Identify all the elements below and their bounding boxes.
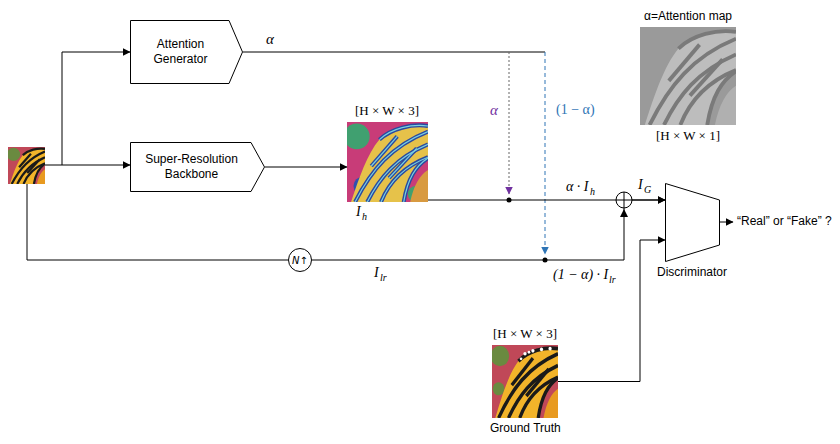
signal-name: (1 − α) · I xyxy=(553,266,608,283)
signal-subscript: lr xyxy=(609,274,616,286)
box-label: Attention Generator xyxy=(136,37,225,67)
signal-name: (1 − α) xyxy=(556,101,595,118)
multiply-dot xyxy=(543,258,548,263)
ground-truth-image: [H × W × 3]Ground Truth xyxy=(492,345,558,418)
signal-name: α xyxy=(490,101,498,119)
multiply-dot xyxy=(507,198,512,203)
output-question: “Real” or “Fake” ? xyxy=(737,214,832,228)
signal-subscript: h xyxy=(590,186,595,198)
sr-image: [H × W × 3] xyxy=(347,122,428,202)
process-box: Attention Generator xyxy=(130,20,243,84)
signal-subscript: lr xyxy=(380,272,387,284)
image-caption: [H × W × 3] xyxy=(355,103,419,119)
image-caption: Discriminator xyxy=(657,265,727,280)
attention-map: α=Attention map[H × W × 1] xyxy=(640,27,736,125)
discriminator-block: Discriminator xyxy=(665,183,720,262)
signal-connector xyxy=(558,240,665,382)
signal-name: α xyxy=(266,30,274,48)
process-box: Super-Resolution Backbone xyxy=(130,142,265,192)
sum-input-arrow xyxy=(620,209,628,217)
sum-cross xyxy=(616,192,632,208)
box-label: N↑ xyxy=(292,254,308,267)
signal-subscript: h xyxy=(362,211,367,223)
signal-connector xyxy=(265,167,347,168)
input-image xyxy=(7,147,45,184)
attention-map-image xyxy=(640,27,736,125)
image-caption: Ground Truth xyxy=(490,421,561,436)
ground-truth-image xyxy=(491,345,558,418)
image-caption: [H × W × 3] xyxy=(493,326,557,342)
signal-name: I xyxy=(356,203,361,220)
signal-name: I xyxy=(638,176,643,193)
box-label: Super-Resolution Backbone xyxy=(136,152,247,182)
upsample-circle: N↑ xyxy=(288,248,312,272)
signal-subscript: G xyxy=(644,184,651,196)
one-minus-alpha-branch xyxy=(545,52,546,254)
alpha-branch xyxy=(509,52,510,194)
signal-connector xyxy=(312,200,665,260)
sr-output-image xyxy=(344,122,428,202)
image-caption: α=Attention map xyxy=(644,9,732,24)
signal-name: α · I xyxy=(566,178,589,195)
sum-symbol xyxy=(616,192,632,208)
signal-name: I xyxy=(374,264,379,281)
image-caption: [H × W × 1] xyxy=(656,128,720,144)
trap-outline xyxy=(665,183,720,262)
